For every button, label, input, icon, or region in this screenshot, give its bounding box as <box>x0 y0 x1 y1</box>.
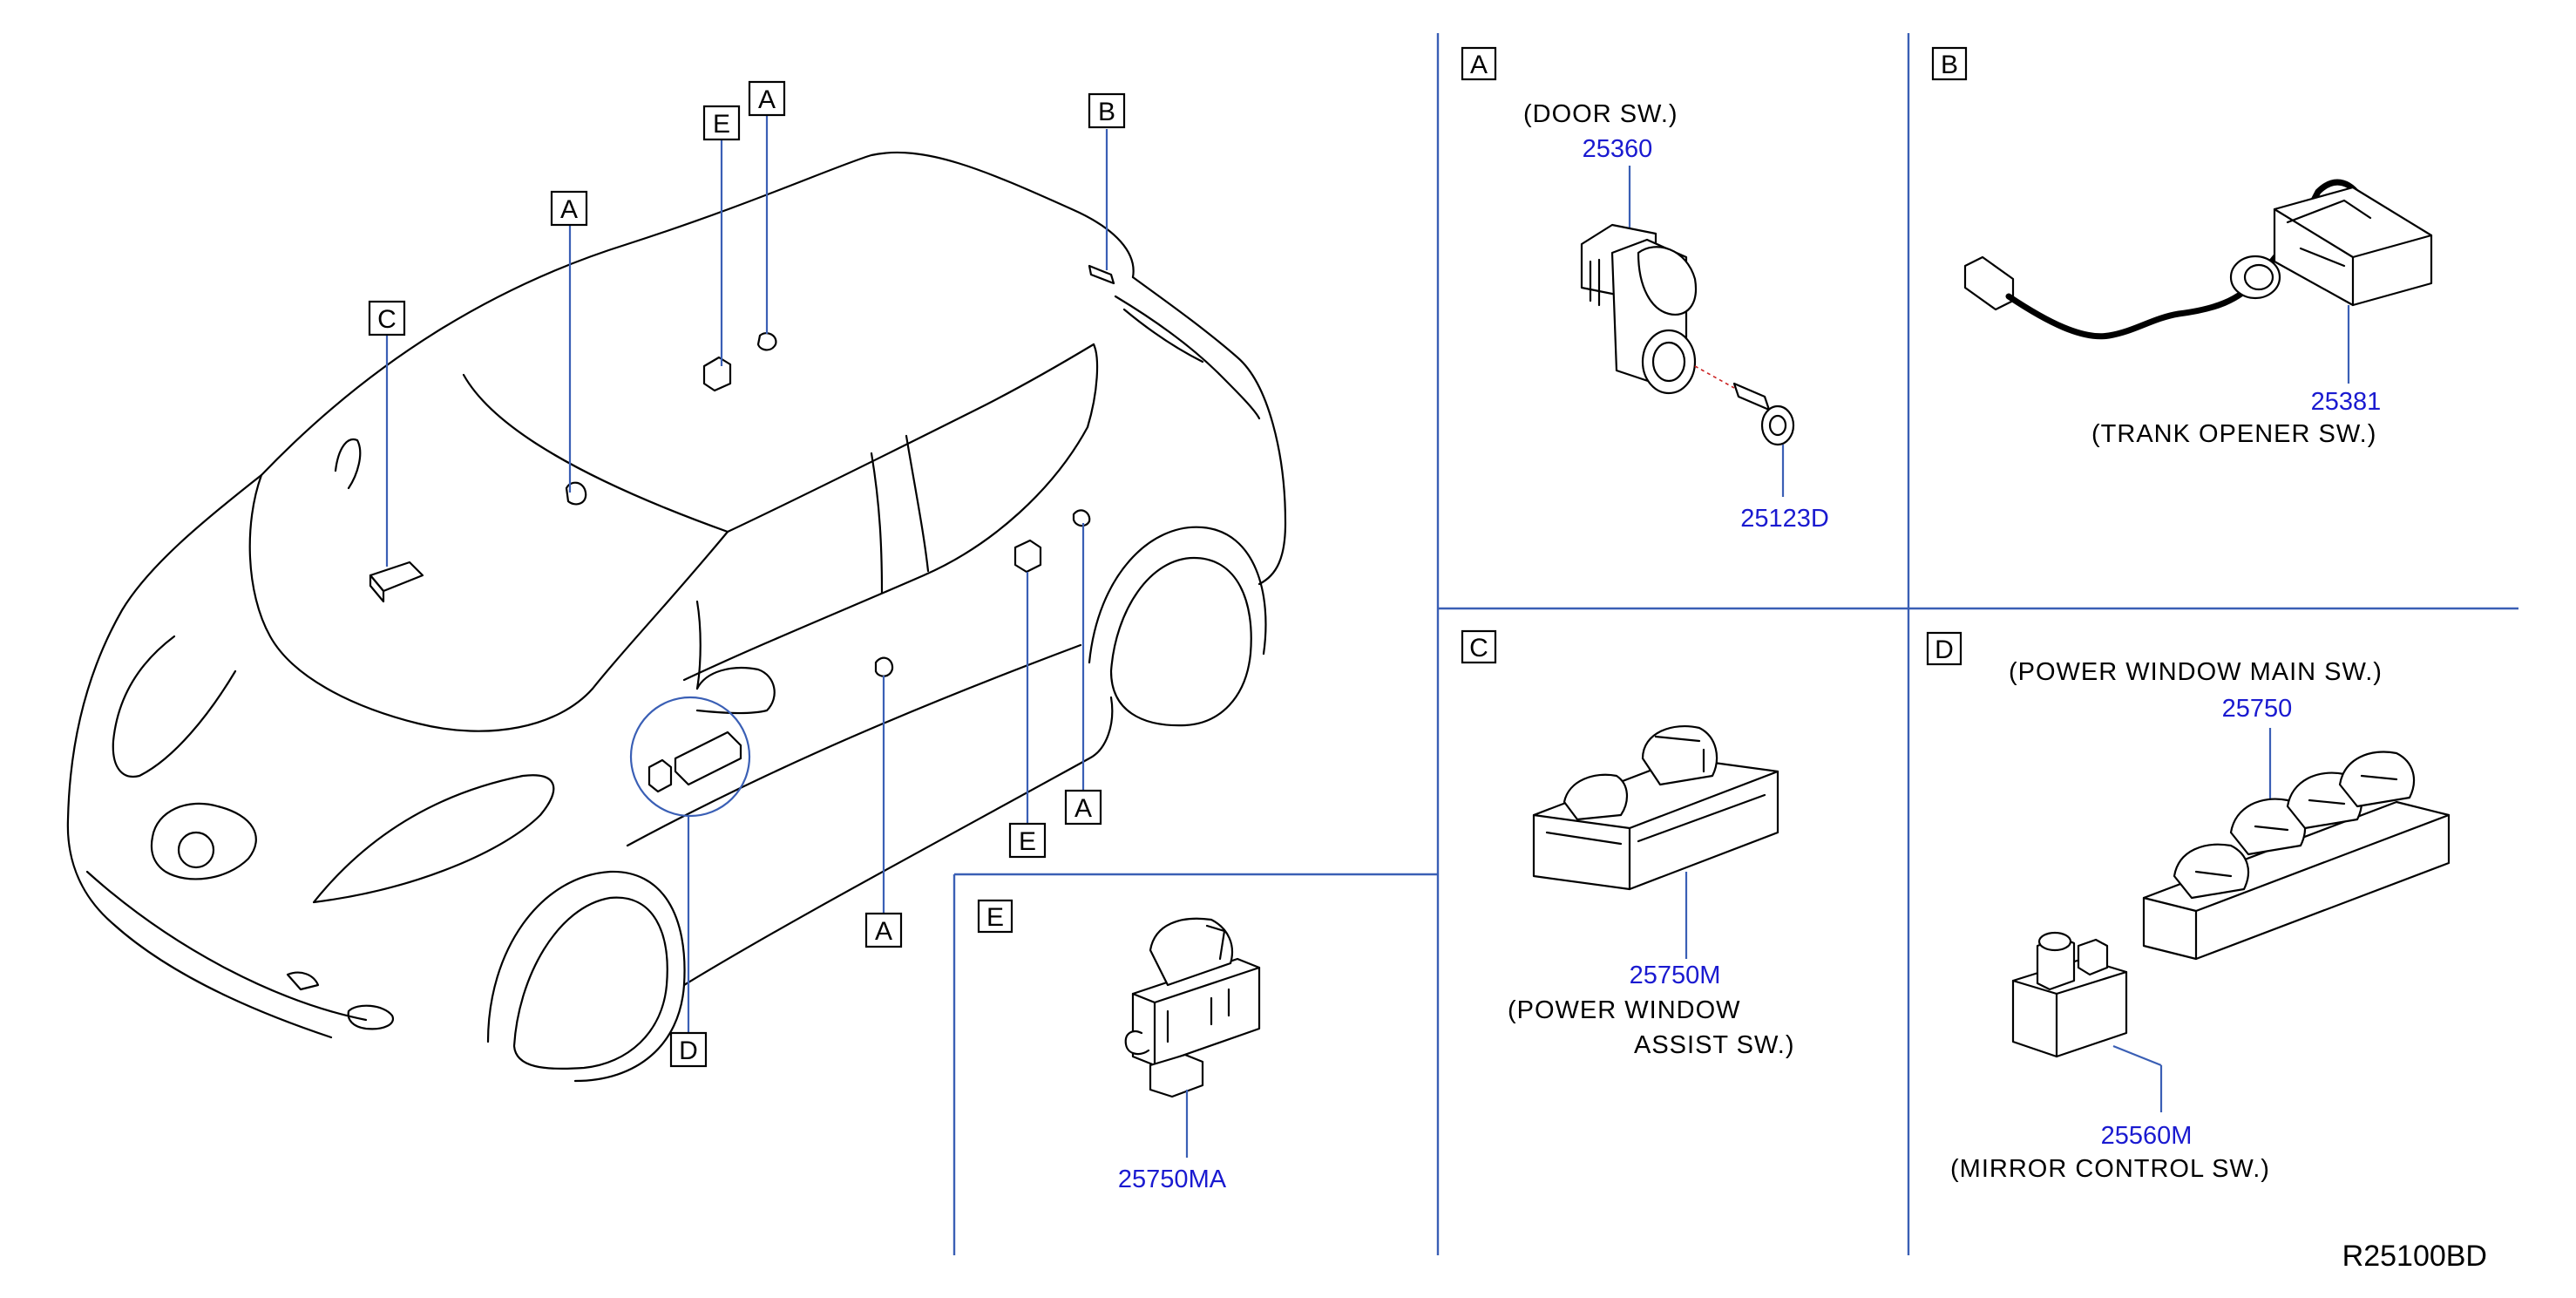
callout-A-upper[interactable]: A <box>748 80 786 117</box>
part-number[interactable]: 25381 <box>2311 388 2382 416</box>
callout-letter: A <box>560 195 578 224</box>
part-number[interactable]: 25560M <box>2101 1122 2193 1150</box>
panel-C-label: C <box>1461 629 1497 664</box>
part-number[interactable]: 25123D <box>1740 505 1829 533</box>
panel-D-power-window-main: D (POWER WINDOW MAIN SW.) 25750 25560M (… <box>1926 631 2451 1183</box>
panel-title: (DOOR SW.) <box>1523 100 1678 128</box>
panel-D-label: D <box>1926 631 1963 666</box>
panel-letter: E <box>986 903 1004 932</box>
panel-letter: C <box>1469 634 1488 663</box>
panel-dividers <box>952 33 2518 1255</box>
callout-letter: D <box>679 1036 698 1065</box>
part-number[interactable]: 25750MA <box>1118 1165 1227 1193</box>
vehicle-illustration <box>66 151 1287 1083</box>
callout-letter: E <box>1019 827 1036 856</box>
callout-letter: A <box>758 85 776 114</box>
panel-title-line1: (POWER WINDOW <box>1508 996 1741 1024</box>
part-number[interactable]: 25750 <box>2222 695 2293 723</box>
callout-A-roof[interactable]: A <box>550 190 588 227</box>
panel-title: (POWER WINDOW MAIN SW.) <box>2009 658 2383 686</box>
callout-E-upper[interactable]: E <box>702 105 741 141</box>
callout-E-rear-door[interactable]: E <box>1008 822 1047 859</box>
callout-A-rear-door[interactable]: A <box>1064 789 1102 826</box>
callout-letter: A <box>1074 794 1092 823</box>
panel-subtitle: (MIRROR CONTROL SW.) <box>1950 1155 2270 1183</box>
callout-letter: B <box>1098 98 1115 126</box>
callout-letter: A <box>875 917 892 946</box>
panel-letter: D <box>1935 635 1954 664</box>
part-number[interactable]: 25750M <box>1630 962 1721 989</box>
diagram-reference: R25100BD <box>2342 1240 2487 1273</box>
callout-C-passenger[interactable]: C <box>368 300 406 336</box>
vehicle-callouts: A E A B C D A E <box>368 80 1126 1068</box>
panel-letter: B <box>1941 51 1958 79</box>
panel-A-label: A <box>1461 46 1497 81</box>
panel-E-label: E <box>977 899 1013 934</box>
panel-title: (TRANK OPENER SW.) <box>2091 420 2376 448</box>
panel-B-label: B <box>1931 46 1968 81</box>
panel-E-switch: E 25750MA <box>977 899 1261 1193</box>
callout-B-tailgate[interactable]: B <box>1088 92 1126 129</box>
panel-A-door-switch: A (DOOR SW.) 25360 25123D <box>1461 46 1829 533</box>
callout-D-driver[interactable]: D <box>669 1031 708 1068</box>
panel-C-power-window-assist: C 25750M (POWER WINDOW ASSIST SW.) <box>1461 629 1795 1059</box>
panel-letter: A <box>1470 51 1488 79</box>
callout-letter: C <box>377 305 397 334</box>
callout-A-front-door[interactable]: A <box>864 912 903 948</box>
panel-title-line2: ASSIST SW.) <box>1634 1031 1795 1059</box>
callout-letter: E <box>713 110 730 139</box>
part-number[interactable]: 25360 <box>1583 135 1653 163</box>
panel-B-trunk-opener: B 25381 (TRANK OPENER SW.) <box>1931 46 2433 448</box>
